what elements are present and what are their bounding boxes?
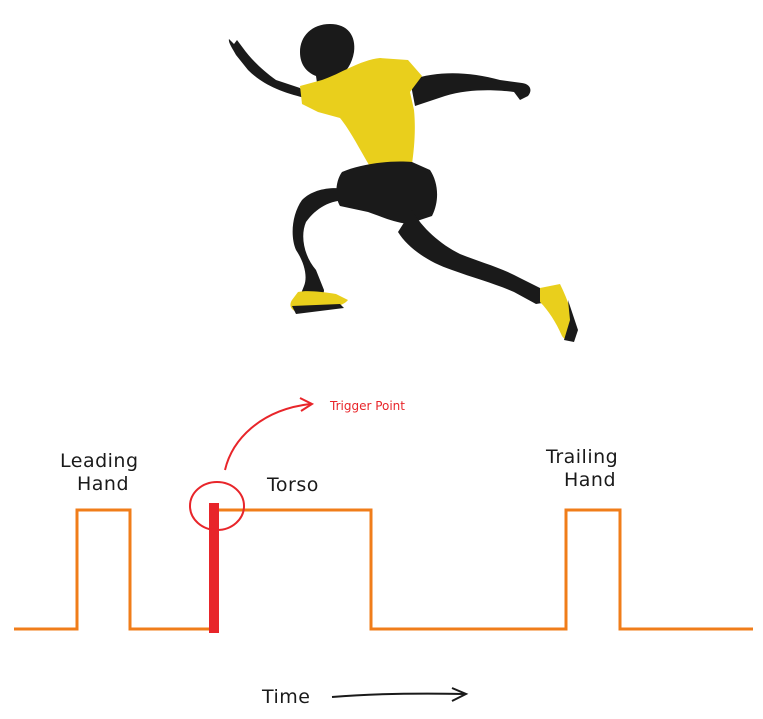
trailing-hand-label-line2: Hand [564, 469, 616, 491]
time-arrow-icon [332, 694, 465, 697]
trailing-hand-label-line1: Trailing [545, 446, 618, 468]
time-axis-label: Time [261, 686, 311, 708]
leading-hand-label-line2: Hand [77, 473, 129, 495]
trigger-point-label: Trigger Point [329, 399, 405, 413]
torso-label: Torso [266, 474, 319, 496]
trigger-marker [209, 503, 219, 633]
signal-trace [14, 510, 753, 629]
leading-hand-label-line1: Leading [60, 450, 139, 472]
trigger-arrow [225, 404, 310, 470]
runner-silhouette-icon [229, 24, 578, 342]
